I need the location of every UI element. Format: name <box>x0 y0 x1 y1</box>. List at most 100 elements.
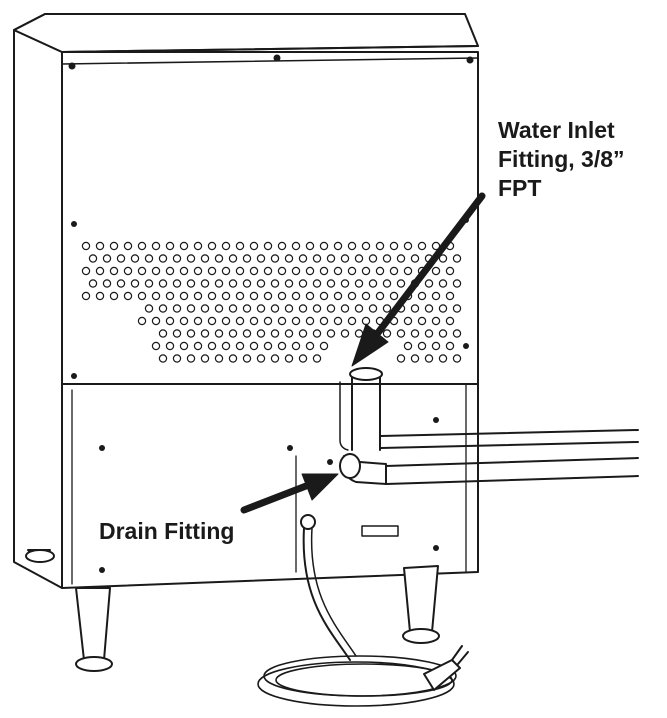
vent-hole <box>95 266 105 276</box>
vent-hole <box>256 329 266 338</box>
vent-hole <box>200 254 210 263</box>
vent-hole <box>221 341 231 351</box>
vent-hole <box>179 241 189 251</box>
vent-hole <box>354 254 364 263</box>
water-inlet-label-line3: FPT <box>498 175 542 201</box>
vent-hole <box>305 291 315 301</box>
vent-hole <box>291 266 301 276</box>
vent-hole <box>284 279 294 288</box>
vent-hole <box>179 316 189 326</box>
vent-hole <box>109 291 119 301</box>
vent-hole <box>109 241 119 251</box>
vent-hole <box>270 329 280 338</box>
vent-hole <box>144 304 154 313</box>
vent-hole <box>158 254 168 263</box>
vent-hole <box>221 266 231 276</box>
vent-hole <box>214 354 224 363</box>
water-inlet-arrow <box>351 192 486 367</box>
vent-hole <box>340 279 350 288</box>
vent-hole <box>417 291 427 301</box>
vent-hole <box>193 341 203 351</box>
vent-hole <box>165 266 175 276</box>
vent-hole <box>396 354 406 363</box>
vent-hole <box>214 329 224 338</box>
vent-hole <box>431 291 441 301</box>
vent-hole <box>109 266 119 276</box>
vent-hole <box>116 279 126 288</box>
vent-hole <box>298 279 308 288</box>
vent-hole <box>368 254 378 263</box>
vent-hole <box>319 341 329 351</box>
vent-hole <box>81 241 91 251</box>
vent-hole <box>298 329 308 338</box>
vent-hole <box>277 341 287 351</box>
vent-hole <box>277 291 287 301</box>
vent-hole <box>144 279 154 288</box>
vent-hole <box>95 241 105 251</box>
vent-hole <box>326 329 336 338</box>
vent-hole <box>81 291 91 301</box>
vent-hole <box>438 304 448 313</box>
vent-hole <box>270 279 280 288</box>
vent-hole <box>228 329 238 338</box>
vent-hole <box>305 341 315 351</box>
vent-hole <box>221 291 231 301</box>
vent-hole <box>291 341 301 351</box>
vent-hole <box>410 354 420 363</box>
vent-hole <box>452 304 462 313</box>
vent-hole <box>347 266 357 276</box>
vent-hole <box>88 254 98 263</box>
vent-hole <box>270 254 280 263</box>
vent-hole <box>158 279 168 288</box>
power-plug <box>423 659 461 691</box>
service-label-slot <box>361 525 399 537</box>
vent-hole <box>186 254 196 263</box>
vent-hole <box>291 291 301 301</box>
vent-hole <box>256 304 266 313</box>
vent-hole <box>319 266 329 276</box>
vent-hole <box>221 316 231 326</box>
vent-hole <box>291 241 301 251</box>
vent-hole <box>172 354 182 363</box>
vent-hole <box>333 241 343 251</box>
vent-hole <box>312 354 322 363</box>
vent-hole <box>361 241 371 251</box>
vent-hole <box>340 304 350 313</box>
vent-hole <box>340 254 350 263</box>
power-cord <box>302 527 351 661</box>
vent-hole <box>347 291 357 301</box>
vent-hole <box>186 354 196 363</box>
lower-front-panel <box>61 383 479 589</box>
vent-hole <box>284 254 294 263</box>
power-cord-inner <box>310 527 357 657</box>
vent-hole <box>347 316 357 326</box>
vent-hole <box>361 291 371 301</box>
vent-hole <box>445 316 455 326</box>
vent-hole <box>263 316 273 326</box>
vent-hole <box>137 266 147 276</box>
vent-hole <box>291 316 301 326</box>
vent-hole <box>382 279 392 288</box>
vent-hole <box>242 304 252 313</box>
vent-hole <box>193 291 203 301</box>
drain-line-bottom <box>385 475 639 485</box>
vent-hole <box>249 341 259 351</box>
plug-prong-1 <box>451 645 463 661</box>
vent-hole <box>151 241 161 251</box>
vent-hole <box>298 254 308 263</box>
vent-hole <box>319 291 329 301</box>
vent-hole <box>207 241 217 251</box>
vent-hole <box>102 254 112 263</box>
vent-hole <box>207 266 217 276</box>
vent-hole <box>228 279 238 288</box>
vent-hole <box>452 279 462 288</box>
vent-hole <box>396 329 406 338</box>
vent-hole <box>228 304 238 313</box>
vent-hole <box>172 254 182 263</box>
vent-hole <box>403 316 413 326</box>
plug-prong-2 <box>457 651 469 665</box>
vent-hole <box>158 354 168 363</box>
vent-hole <box>151 291 161 301</box>
water-inlet-label-line2: Fitting, 3/8” <box>498 146 625 172</box>
vent-hole <box>186 304 196 313</box>
